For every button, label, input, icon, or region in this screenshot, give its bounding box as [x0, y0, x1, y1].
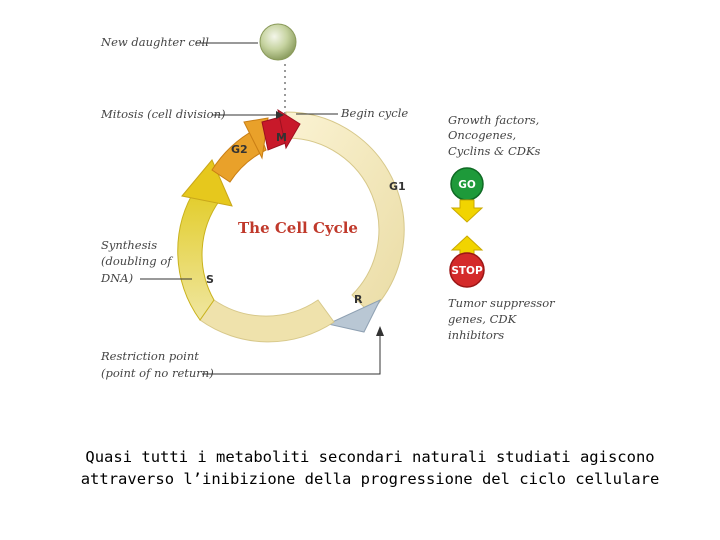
caption-line-2: attraverso l’inibizione della progressio…	[80, 470, 660, 488]
phase-s-label: S	[206, 273, 214, 286]
phase-g2-label: G2	[231, 143, 248, 156]
caption: Quasi tutti i metaboliti secondari natur…	[40, 446, 700, 490]
diagram-title: The Cell Cycle	[238, 219, 358, 237]
label-tumor-1: Tumor suppressor	[448, 296, 556, 310]
caption-line-1: Quasi tutti i metaboliti secondari natur…	[85, 448, 655, 466]
g2-band	[211, 127, 267, 183]
label-mitosis: Mitosis (cell division)	[100, 107, 226, 121]
label-growth-1: Growth factors,	[448, 113, 539, 127]
leader-restriction	[202, 330, 381, 375]
s-band	[177, 187, 221, 321]
go-down-arrow-icon	[450, 199, 484, 223]
label-restriction-2: (point of no return)	[101, 366, 214, 380]
label-synthesis-3: DNA)	[100, 271, 133, 285]
label-growth-3: Cyclins & CDKs	[448, 144, 541, 158]
label-growth-2: Oncogenes,	[448, 128, 516, 142]
g1-band	[285, 111, 405, 314]
m-arrow	[277, 108, 301, 150]
label-begin-cycle: Begin cycle	[340, 106, 408, 120]
phase-r-label: R	[354, 293, 363, 306]
label-synthesis-2: (doubling of	[101, 254, 173, 268]
stop-signal-label: STOP	[451, 265, 483, 277]
g1-lower-band	[199, 299, 335, 343]
mitosis-pointer-icon	[276, 111, 284, 119]
daughter-cell	[259, 23, 297, 61]
label-tumor-2: genes, CDK	[448, 312, 518, 326]
label-tumor-3: inhibitors	[448, 328, 504, 342]
phase-m-label: M	[276, 131, 287, 144]
label-restriction-1: Restriction point	[100, 349, 199, 363]
restriction-arrow	[326, 298, 382, 333]
go-signal-label: GO	[458, 179, 476, 191]
label-new-daughter-cell: New daughter cell	[100, 35, 209, 49]
restriction-pointer-icon	[376, 326, 384, 336]
stop-signal-icon	[449, 252, 485, 288]
label-synthesis-1: Synthesis	[101, 238, 157, 252]
cell-cycle-diagram: M G2 G1 S R The Cell Cycle New daughter …	[100, 23, 556, 380]
s-arrow	[181, 159, 233, 207]
phase-g1-label: G1	[389, 180, 406, 193]
